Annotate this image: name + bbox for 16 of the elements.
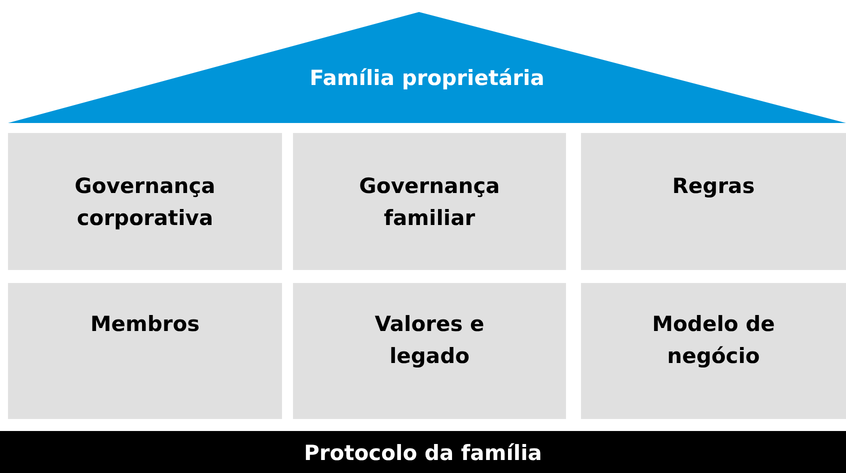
pillar-box — [8, 133, 282, 270]
pillar-box — [581, 133, 846, 270]
pillar-box — [293, 283, 566, 419]
pillar-box — [293, 133, 566, 270]
roof-triangle — [8, 12, 846, 123]
node-label: Regras — [671, 173, 756, 200]
pillar-box — [581, 283, 846, 419]
node-label: Valores e legado — [374, 311, 486, 370]
node-label: Família proprietária — [310, 65, 544, 92]
node-label: Modelo de negócio — [651, 311, 776, 370]
base-bar — [0, 431, 846, 473]
node-label: Governança familiar — [358, 173, 501, 232]
node-label: Membros — [89, 311, 201, 338]
node-label: Protocolo da família — [304, 440, 542, 467]
node-label: Governança corporativa — [74, 173, 216, 232]
pillar-box — [8, 283, 282, 419]
